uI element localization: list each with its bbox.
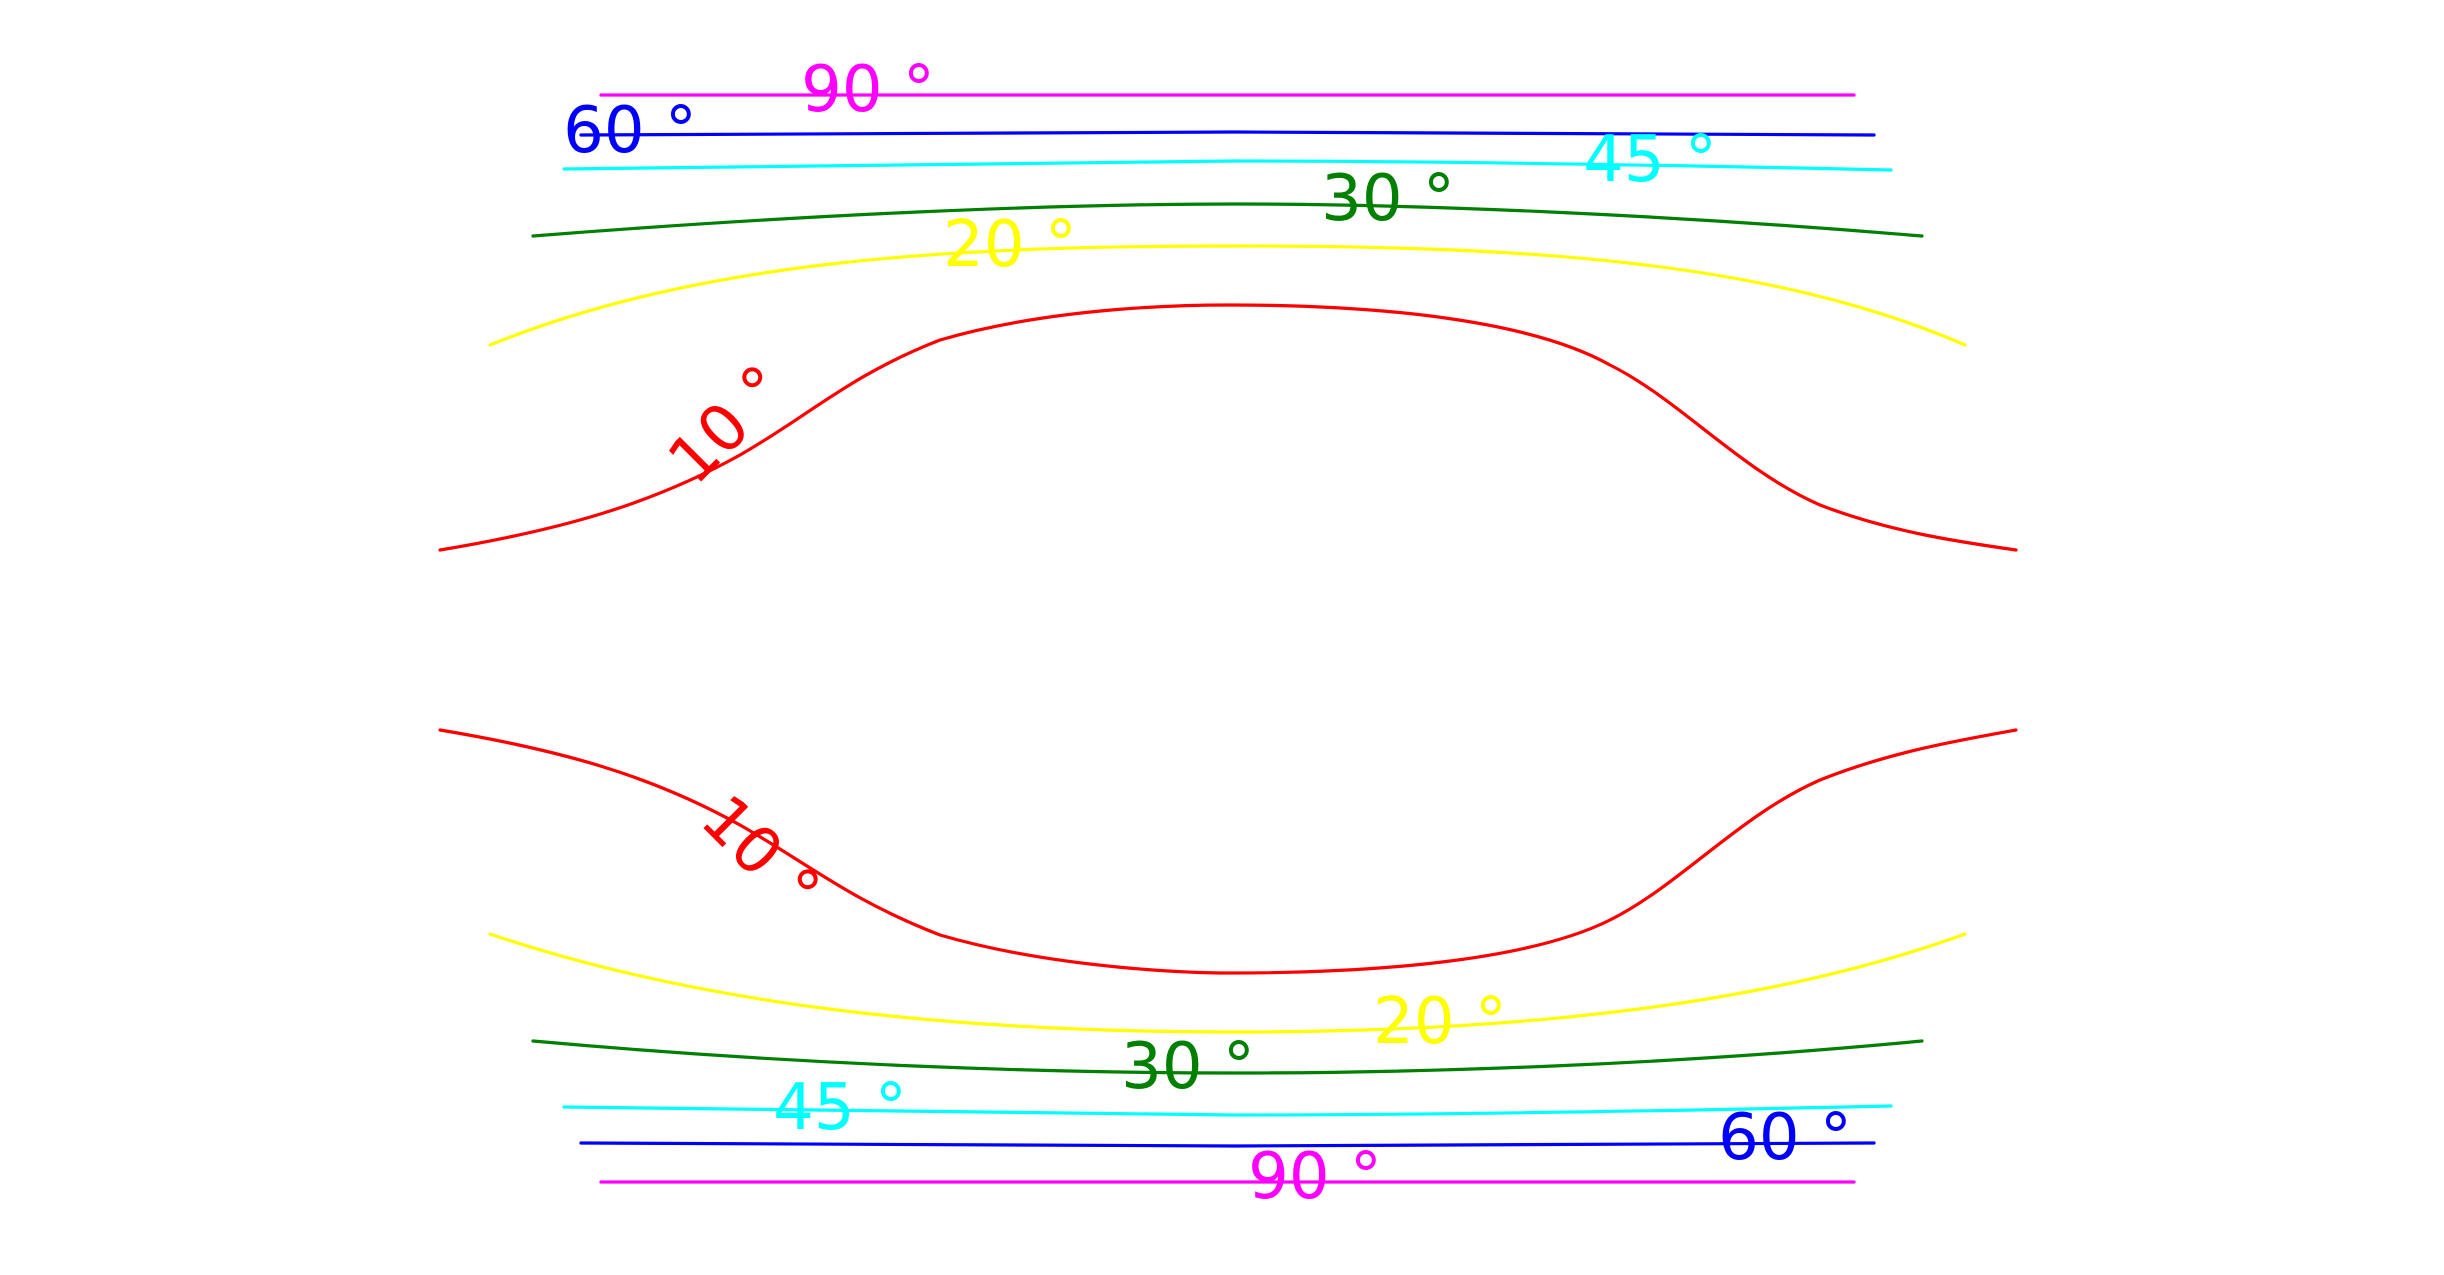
contour-line-10-upper (438, 303, 2018, 552)
contour-label-45-upper: 45 ° (1583, 123, 1717, 197)
contour-label-90-lower: 90 ° (1248, 1140, 1382, 1214)
contour-label-10-lower: 10 ° (687, 782, 834, 929)
contour-label-20-lower: 20 ° (1373, 985, 1507, 1059)
contour-label-60-lower: 60 ° (1718, 1101, 1852, 1175)
contour-line-20-upper (488, 244, 1967, 347)
contour-label-90-upper: 90 ° (801, 53, 935, 127)
contour-line-45-upper (562, 159, 1893, 172)
contour-label-20-upper: 20 ° (943, 208, 1077, 282)
contour-line-30-lower (531, 1039, 1924, 1075)
contour-label-10-upper: 10 ° (655, 352, 802, 499)
contour-label-45-lower: 45 ° (773, 1071, 907, 1145)
contour-label-30-lower: 30 ° (1121, 1030, 1255, 1104)
contour-lines (438, 93, 2018, 1184)
contour-line-20-lower (488, 932, 1967, 1034)
contour-line-30-upper (531, 202, 1924, 238)
contour-label-60-upper: 60 ° (563, 94, 697, 168)
contour-labels: 10 ° 10 ° 20 ° 20 ° 30 ° 30 ° 45 ° 45 ° 60 ° 60 °… (563, 53, 1852, 1214)
contour-line-45-lower (562, 1104, 1893, 1117)
contour-line-10-lower (438, 728, 2018, 975)
contour-line-60-lower (579, 1141, 1876, 1148)
contour-line-60-upper (579, 130, 1876, 137)
contour-label-30-upper: 30 ° (1321, 162, 1455, 236)
